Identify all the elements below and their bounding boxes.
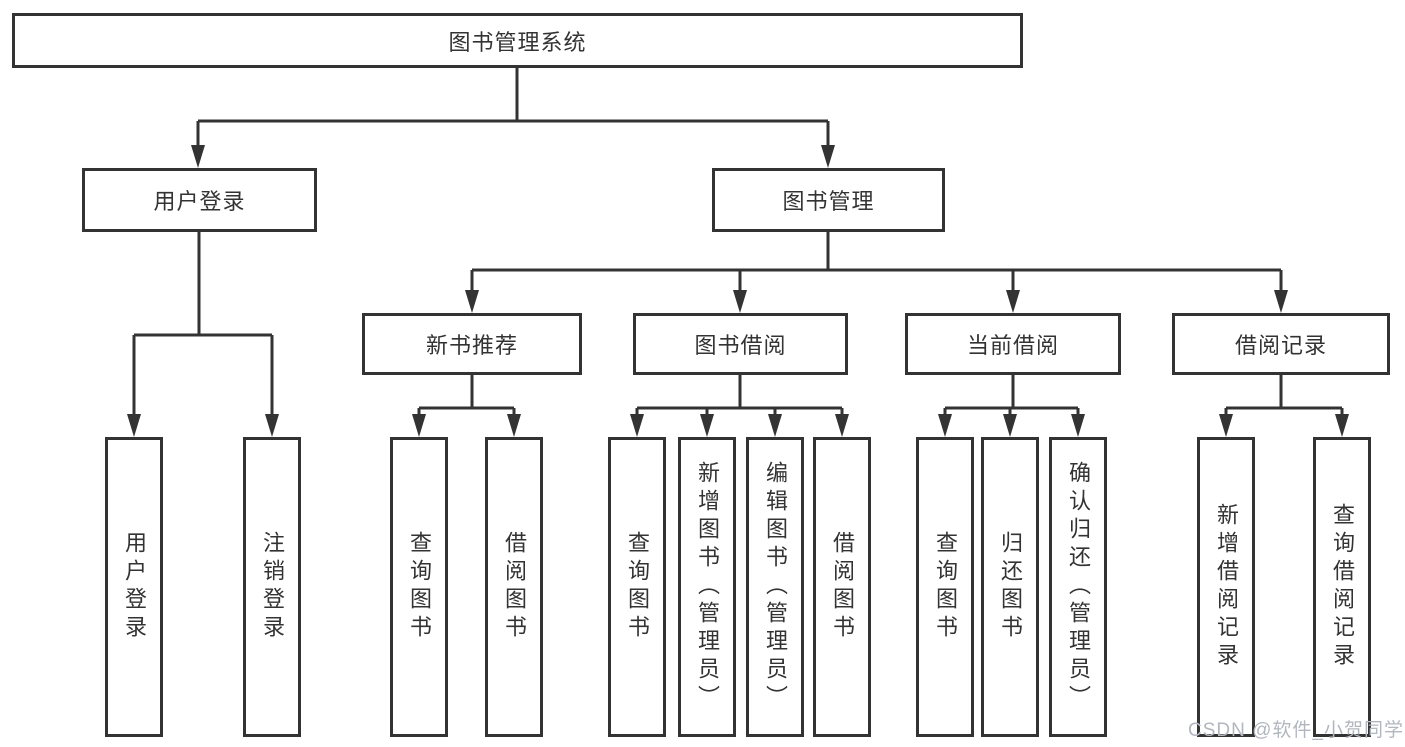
arrow-down-icon [1274, 290, 1288, 313]
leaf-label: 查询图书 [407, 531, 432, 643]
arrow-down-icon [465, 290, 479, 313]
leaf-label: 注销登录 [260, 531, 285, 643]
node-new-book-recommendation: 新书推荐 [362, 313, 582, 375]
node-label: 新书推荐 [425, 333, 518, 358]
leaf-borrow-books: 借阅图书 [485, 437, 543, 737]
arrow-down-icon [1006, 290, 1020, 313]
arrow-down-icon [821, 145, 835, 168]
arrow-down-icon [1071, 414, 1085, 437]
leaf-return-books: 归还图书 [981, 437, 1039, 737]
leaf-label: 查询借阅记录 [1330, 503, 1355, 671]
leaf-user-login: 用户登录 [105, 437, 163, 737]
leaf-query-borrow-record: 查询借阅记录 [1313, 437, 1371, 737]
arrow-down-icon [412, 414, 426, 437]
connector-root-to-level2 [191, 68, 835, 168]
node-label: 当前借阅 [966, 333, 1059, 358]
arrow-down-icon [1335, 414, 1349, 437]
arrow-down-icon [1219, 414, 1233, 437]
leaf-label: 确认归还（管理员） [1066, 461, 1091, 713]
leaf-label: 用户登录 [122, 531, 147, 643]
leaf-label: 编辑图书（管理员） [763, 461, 788, 713]
node-label: 图书借阅 [694, 333, 787, 358]
arrow-down-icon [700, 414, 714, 437]
leaf-query-books: 查询图书 [916, 437, 974, 737]
arrow-down-icon [191, 145, 205, 168]
arrow-down-icon [630, 414, 644, 437]
leaf-label: 借阅图书 [830, 531, 855, 643]
leaf-query-books: 查询图书 [608, 437, 666, 737]
node-book-management-system: 图书管理系统 [12, 13, 1023, 68]
arrow-down-icon [938, 414, 952, 437]
connector-book-mgmt-to-level3 [465, 232, 1288, 313]
leaf-confirm-return-admin: 确认归还（管理员） [1049, 437, 1107, 737]
arrow-down-icon [265, 414, 279, 437]
arrow-down-icon [733, 290, 747, 313]
connector-new-book-to-leaves [412, 375, 521, 437]
node-label: 图书管理 [782, 189, 875, 214]
node-user-login: 用户登录 [82, 168, 317, 232]
leaf-label: 借阅图书 [502, 531, 527, 643]
leaf-edit-books-admin: 编辑图书（管理员） [746, 437, 804, 737]
arrow-down-icon [127, 414, 141, 437]
leaf-query-books: 查询图书 [390, 437, 448, 737]
node-label: 用户登录 [153, 189, 246, 214]
node-book-borrowing: 图书借阅 [633, 313, 848, 375]
node-label: 借阅记录 [1234, 333, 1327, 358]
arrow-down-icon [1003, 414, 1017, 437]
arrow-down-icon [507, 414, 521, 437]
connector-book-borrow-to-leaves [630, 375, 849, 437]
node-label: 图书管理系统 [448, 29, 587, 55]
leaf-add-books-admin: 新增图书（管理员） [678, 437, 736, 737]
connector-borrow-record-to-leaves [1219, 375, 1349, 437]
connector-current-borrow-to-leaves [938, 375, 1085, 437]
node-current-borrowing: 当前借阅 [905, 313, 1121, 375]
leaf-label: 归还图书 [998, 531, 1023, 643]
leaf-add-borrow-record: 新增借阅记录 [1197, 437, 1255, 737]
leaf-logout: 注销登录 [243, 437, 301, 737]
node-book-management: 图书管理 [712, 168, 945, 232]
arrow-down-icon [768, 414, 782, 437]
leaf-label: 新增借阅记录 [1214, 503, 1239, 671]
leaf-borrow-books: 借阅图书 [813, 437, 871, 737]
csdn-watermark: CSDN @软件_小贺同学 [1188, 720, 1404, 741]
leaf-label: 新增图书（管理员） [695, 461, 720, 713]
leaf-label: 查询图书 [625, 531, 650, 643]
node-borrowing-records: 借阅记录 [1172, 313, 1390, 375]
connector-user-login-to-leaves [127, 232, 279, 437]
leaf-label: 查询图书 [933, 531, 958, 643]
arrow-down-icon [835, 414, 849, 437]
